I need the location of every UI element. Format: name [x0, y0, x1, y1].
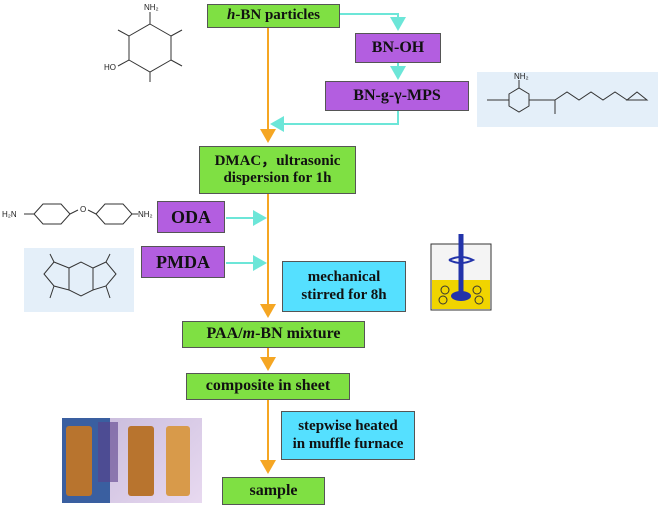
stir-line1: mechanical — [307, 269, 381, 286]
pmda-structure-panel — [24, 248, 134, 312]
paa-label-rest: -BN mixture — [255, 325, 341, 343]
hbn-label: -BN particles — [235, 7, 320, 24]
sample-photo — [62, 418, 202, 503]
stepwise-heating-box: stepwise heated in muffle furnace — [281, 411, 415, 460]
bngmps-label: BN-g-γ-MPS — [353, 86, 441, 104]
bnoh-label: BN-OH — [371, 38, 425, 56]
mechanical-stirrer-illustration — [427, 234, 495, 314]
mechanical-stirring-box: mechanical stirred for 8h — [282, 261, 406, 312]
composite-label: composite in sheet — [205, 377, 331, 395]
paa-italic-m: m — [242, 325, 256, 343]
oda-bridge-oxygen-label: O — [80, 205, 86, 214]
dmac-line2: dispersion for 1h — [223, 170, 332, 186]
pmda-structure — [43, 253, 117, 299]
pmda-box: PMDA — [141, 246, 225, 278]
heat-line1: stepwise heated — [298, 418, 398, 435]
hbn-structure — [117, 12, 183, 82]
dmac-dispersion-box: DMAC，ultrasonic dispersion for 1h — [199, 146, 356, 194]
hbn-italic-prefix: h — [227, 7, 236, 24]
oda-box: ODA — [157, 201, 225, 233]
oda-structure — [24, 203, 138, 225]
heat-line2: in muffle furnace — [292, 435, 404, 452]
oda-right-amine-label: NH₂ — [138, 210, 153, 219]
flow-arrow-hbn-to-bnoh — [340, 13, 406, 31]
composite-sheet-box: composite in sheet — [186, 373, 350, 400]
paa-mbn-mixture-box: PAA/m-BN mixture — [182, 321, 365, 348]
hbn-hydroxyl-label: HO — [104, 63, 116, 72]
dmac-line1: DMAC，ultrasonic — [214, 152, 341, 169]
bnoh-box: BN-OH — [355, 33, 441, 63]
flow-arrow-bngmps-to-main — [270, 110, 399, 132]
mps-structure: NH₂ — [487, 72, 649, 114]
mps-amine-label: NH₂ — [514, 72, 529, 81]
hbn-particles-box: h-BN particles — [207, 4, 340, 28]
pmda-label: PMDA — [156, 251, 210, 272]
bngmps-box: BN-g-γ-MPS — [325, 81, 469, 111]
mps-structure-panel: NH₂ — [477, 72, 658, 127]
stir-line2: stirred for 8h — [301, 286, 387, 303]
sample-box: sample — [222, 477, 325, 505]
sample-label: sample — [249, 481, 298, 499]
oda-left-amine-label: H₂N — [2, 210, 17, 219]
paa-label-prefix: PAA/ — [206, 325, 243, 343]
hbn-amine-label: NH₂ — [144, 3, 159, 12]
oda-label: ODA — [171, 206, 211, 227]
